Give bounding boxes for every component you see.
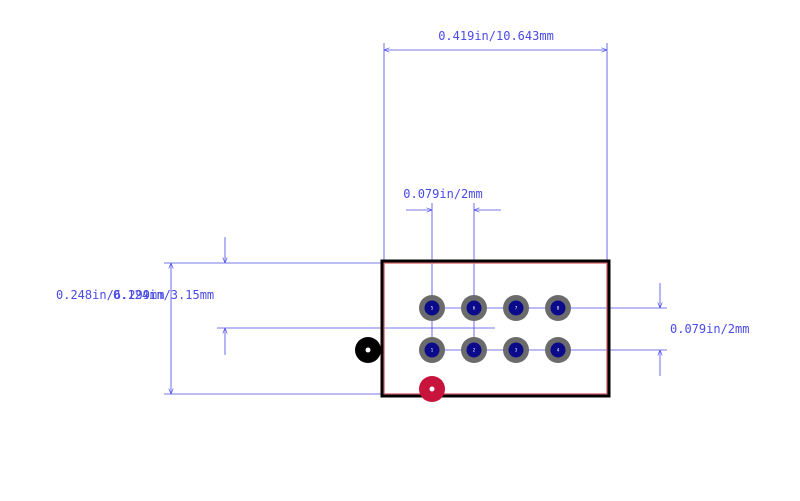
pin1-offset-dimension xyxy=(217,237,495,355)
pin-pitch-vertical-label: 0.079in/2mm xyxy=(670,322,749,336)
pad-5-hole xyxy=(424,300,440,316)
pad-4-number: 4 xyxy=(557,348,560,353)
pad-8-hole xyxy=(550,300,566,316)
courtyard-outline xyxy=(383,262,608,395)
pad-3-number: 3 xyxy=(515,348,518,353)
overall-height-dimension xyxy=(164,262,382,395)
pad-3-hole xyxy=(508,342,524,358)
overall-width-label: 0.419in/10.643mm xyxy=(438,29,554,43)
origin-marker xyxy=(355,337,381,363)
pin1-marker-center xyxy=(429,386,435,392)
origin-marker-center xyxy=(365,347,371,353)
pin1-marker xyxy=(419,376,445,402)
pad-1-hole xyxy=(424,342,440,358)
pad-6-hole xyxy=(466,300,482,316)
pad-5-number: 5 xyxy=(431,306,434,311)
component-body-outline xyxy=(380,259,611,398)
overall-width-dimension xyxy=(383,43,608,262)
pad-4-hole xyxy=(550,342,566,358)
pad-7-hole xyxy=(508,300,524,316)
pad-array: 1 2 3 4 5 6 7 8 xyxy=(419,295,571,363)
pin-pitch-horizontal-dimension xyxy=(406,203,501,350)
pad-1-number: 1 xyxy=(431,348,434,353)
overall-height-label: 0.248in/6.299mm xyxy=(56,288,164,302)
pin-pitch-horizontal-label: 0.079in/2mm xyxy=(403,187,482,201)
pad-6-number: 6 xyxy=(473,306,476,311)
pad-7-number: 7 xyxy=(515,306,518,311)
pad-8-number: 8 xyxy=(557,306,560,311)
pad-2-number: 2 xyxy=(473,348,476,353)
pin1-offset-label: 0.124in/3.15mm xyxy=(113,288,214,302)
pad-2-hole xyxy=(466,342,482,358)
